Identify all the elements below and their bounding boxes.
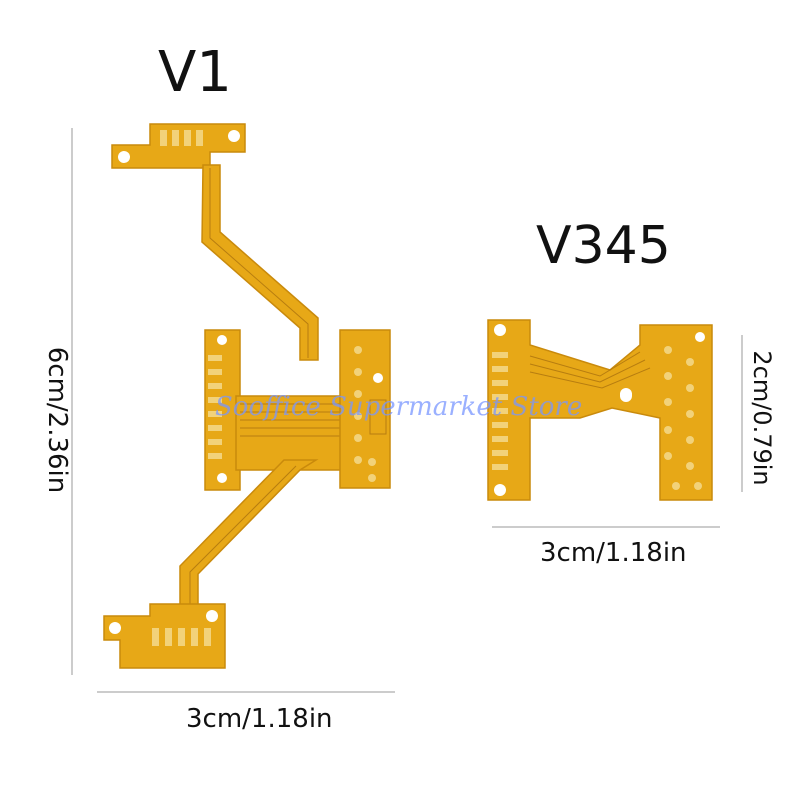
pcb-v1	[103, 123, 391, 669]
v345-title: V345	[536, 216, 671, 276]
v1-width-label: 3cm/1.18in	[186, 704, 333, 734]
v345-height-label: 2cm/0.79in	[748, 350, 776, 486]
v1-height-label: 6cm/2.36in	[42, 346, 72, 494]
pcb-v345	[487, 319, 713, 501]
v1-title: V1	[158, 40, 232, 105]
measurement-lines	[71, 128, 743, 693]
v345-width-label: 3cm/1.18in	[540, 538, 687, 568]
store-watermark: Sooffice Supermarket Store	[215, 392, 583, 422]
